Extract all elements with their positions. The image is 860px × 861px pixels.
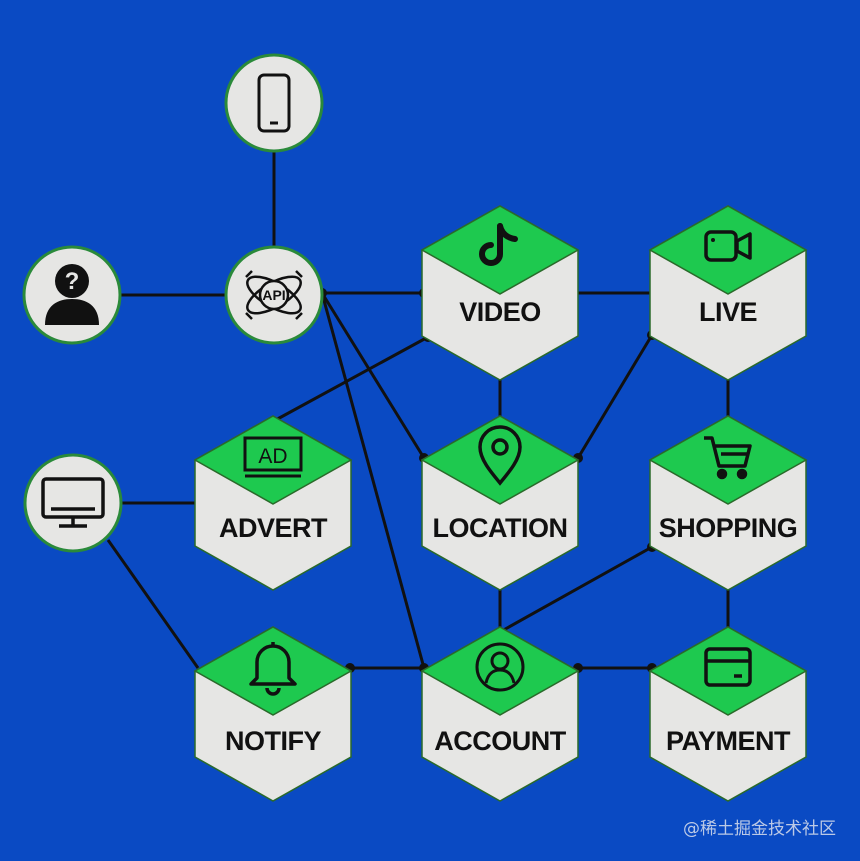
edge-api-account [320,292,426,669]
hex-label: LIVE [699,297,757,327]
hex-payment[interactable]: PAYMENT [648,626,808,802]
edge-layer [106,150,730,670]
hex-video[interactable]: VIDEO [420,205,580,381]
unknown-user-icon: ? [45,264,99,325]
bell-icon [249,642,297,696]
hex-label: ADVERT [219,513,328,543]
hex-label: LOCATION [433,513,568,543]
svg-text:?: ? [65,268,80,295]
edge-shopping-account [499,545,653,634]
ad-icon-text: AD [258,445,287,468]
video-camera-icon [704,230,752,262]
hex-account[interactable]: ACCOUNT [420,626,580,802]
api-icon [245,270,303,320]
node-phone[interactable] [224,53,324,153]
ad-icon: AD [243,436,303,478]
hex-advert[interactable]: AD ADVERT [193,415,353,591]
monitor-icon [41,477,105,528]
edge-live-location [576,334,654,459]
node-user[interactable]: ? [22,245,122,345]
shopping-cart-icon [704,436,752,480]
hex-label: ACCOUNT [434,726,566,756]
hex-location[interactable]: LOCATION [420,415,580,591]
user-circle-icon [475,642,525,692]
hex-label: SHOPPING [659,513,798,543]
hex-shopping[interactable]: SHOPPING [648,415,808,591]
hex-label: NOTIFY [225,726,321,756]
smartphone-icon [257,73,291,133]
tiktok-icon [479,223,518,266]
node-api[interactable]: API [224,245,324,345]
hex-live[interactable]: LIVE [648,205,808,381]
location-pin-icon [478,425,522,486]
node-monitor[interactable] [23,453,123,553]
credit-card-icon [704,647,752,687]
hex-label: VIDEO [459,297,541,327]
hex-label: PAYMENT [666,726,791,756]
hex-notify[interactable]: NOTIFY [193,626,353,802]
edge-monitor-notify [106,539,200,669]
api-label: API [262,287,285,303]
watermark: @稀土掘金技术社区 [683,819,836,839]
edge-api-location [320,292,426,459]
edge-video-advert [271,335,429,424]
